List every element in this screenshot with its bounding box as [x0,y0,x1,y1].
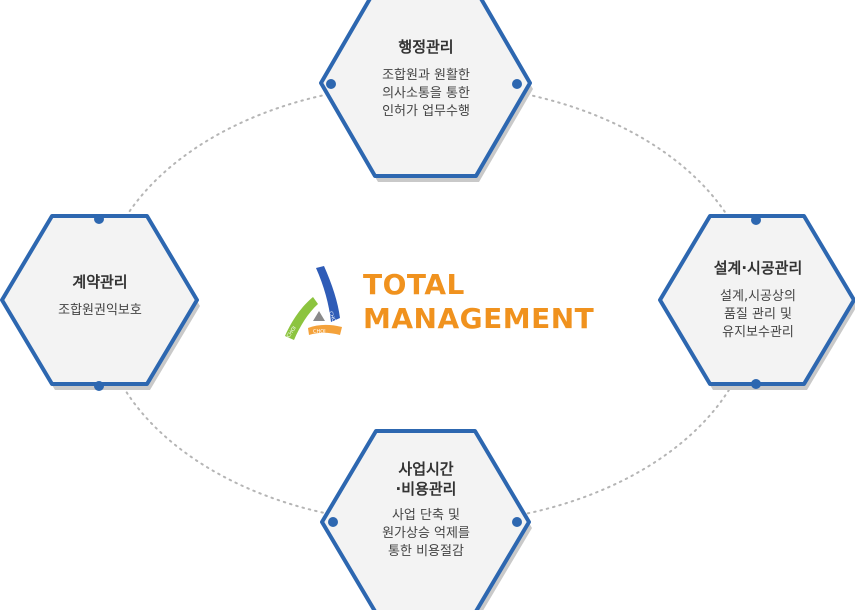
hex-top [319,0,533,182]
hex-right [658,214,855,390]
node-dot [751,215,761,225]
node-dot [328,517,338,527]
logo-green-stroke [285,297,318,340]
hex-left-text: 계약관리 조합원권익보호 [14,272,186,320]
hex-bottom-text: 사업시간 ·비용관리 사업 단축 및 원가상승 억제를 통한 비용절감 [340,459,512,561]
hex-description: 설계,시공상의 품질 관리 및 유지보수관리 [720,289,796,340]
logo-orange-stroke [308,324,342,335]
hex-description: 조합원과 원활한 의사소통을 통한 인허가 업무수행 [382,68,470,119]
hex-description: 사업 단축 및 원가상승 억제를 통한 비용절감 [382,508,470,559]
node-dot [512,79,522,89]
hex-bottom [320,429,532,610]
hex-left [0,214,200,391]
hex-top-text: 행정관리 조합원과 원활한 의사소통을 통한 인허가 업무수행 [340,37,512,121]
center-title-line1: TOTAL [363,268,465,301]
hex-description: 조합원권익보호 [58,303,142,318]
node-dot [751,379,761,389]
logo-triangle [313,311,325,321]
node-dot [326,79,336,89]
logo-text: CHOI [313,329,326,335]
node-dot [94,381,104,391]
hex-title: 설계·시공관리 [713,259,803,277]
logo-text: CHOI [327,311,337,325]
center-title: TOTAL MANAGEMENT [363,268,623,336]
hex-title: 사업시간 ·비용관리 [395,460,457,498]
hex-title: 행정관리 [398,38,454,56]
hex-right-text: 설계·시공관리 설계,시공상의 품질 관리 및 유지보수관리 [672,258,844,342]
center-title-line2: MANAGEMENT [363,302,595,335]
hex-title: 계약관리 [72,273,128,291]
node-dot [512,517,522,527]
logo-blue-stroke [316,266,340,322]
company-logo: CHOI CHOI CHOI [285,266,342,340]
node-dot [94,214,104,224]
